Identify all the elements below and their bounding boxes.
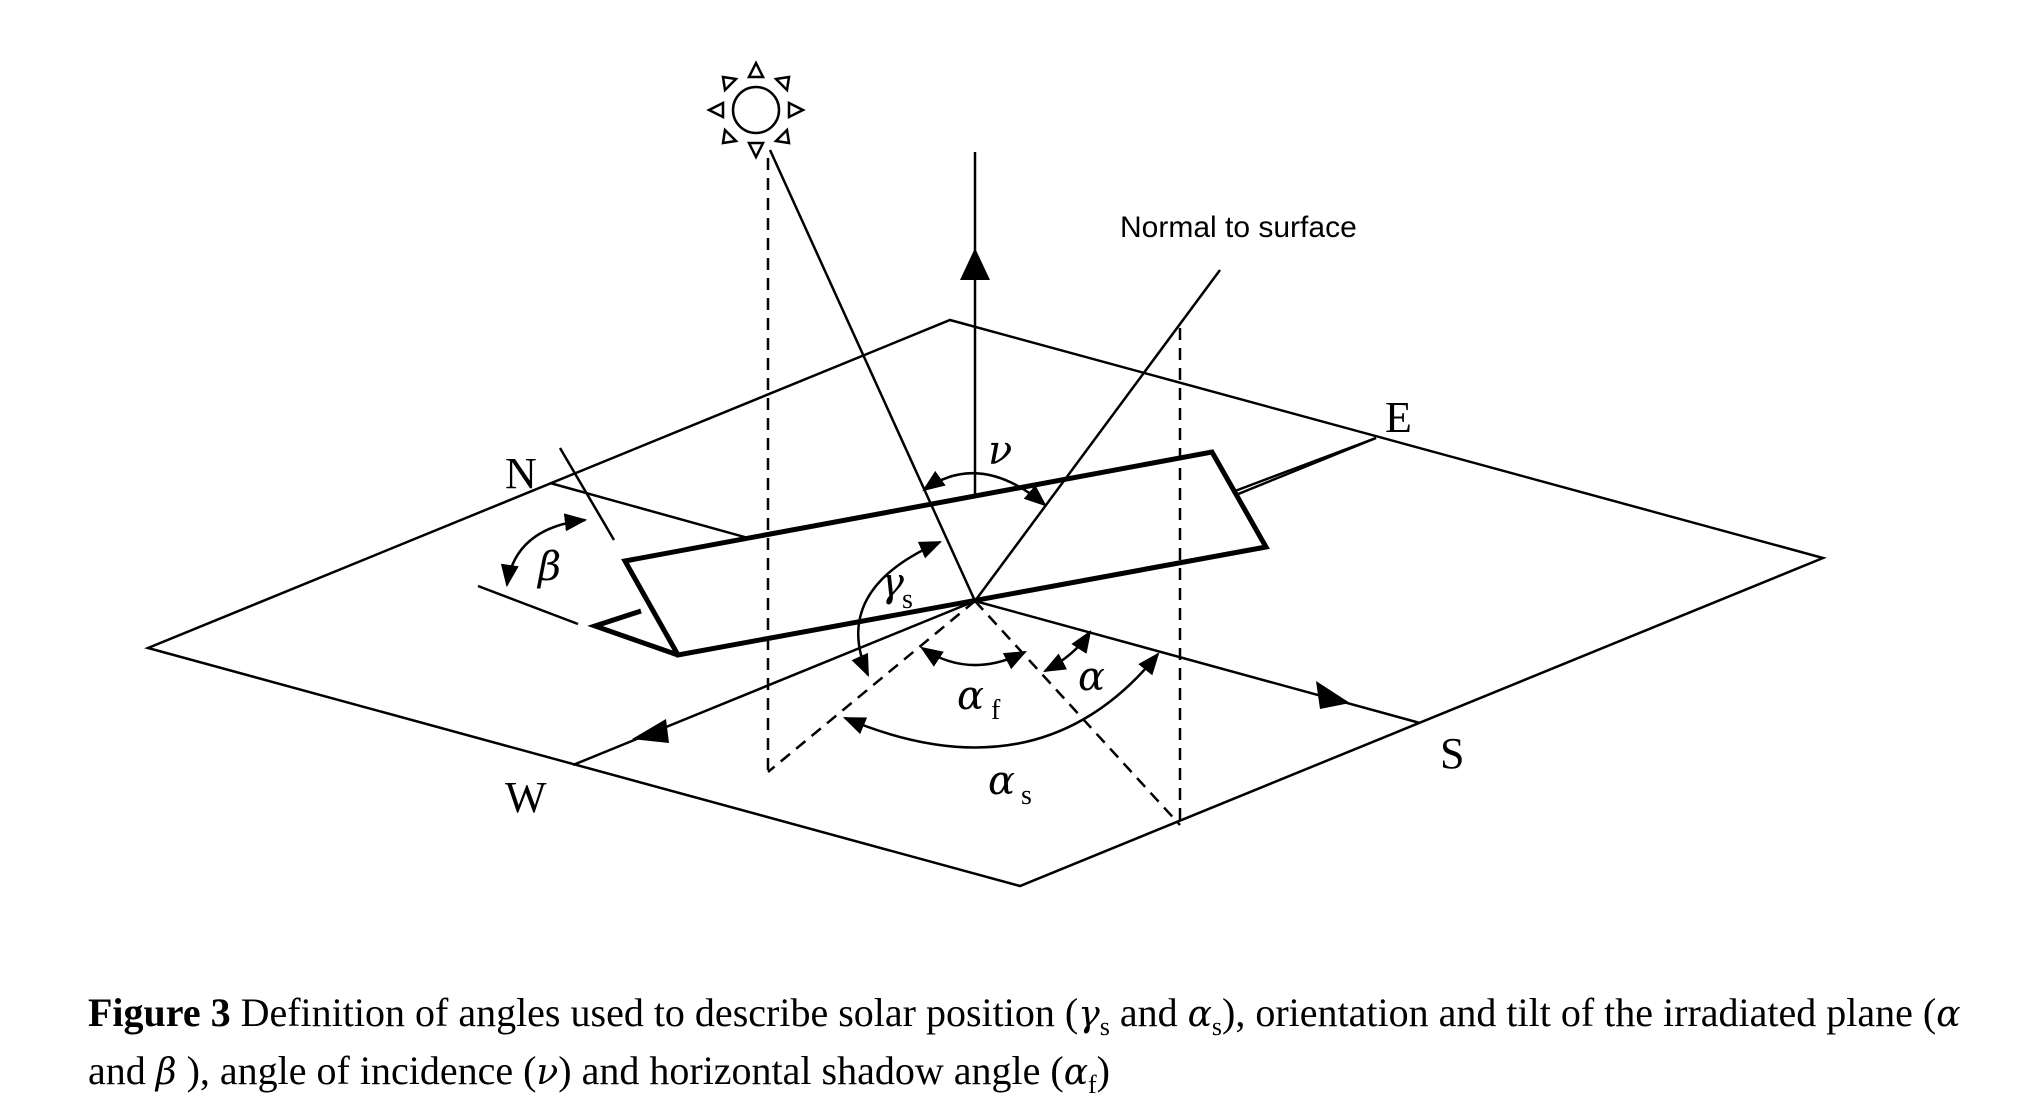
tilted-plane [621,449,1270,658]
ground-plane [144,318,1827,888]
south-label: S [1440,729,1464,778]
plane-base [587,608,679,658]
caption-text: ), orientation and tilt of the irradiate… [1222,990,1937,1035]
caption-alpha: α [1936,994,1961,1035]
figure-caption: Figure 3 Definition of angles used to de… [88,985,1968,1101]
sun-icon [706,60,806,160]
gamma-s-label: γ [880,560,904,606]
beta-ref-line-2 [477,584,579,626]
caption-alpha-f-sub: f [1088,1070,1097,1099]
west-arrowhead [632,719,669,743]
figure-number: Figure 3 [88,990,231,1035]
caption-alpha-f: α [1063,1052,1088,1093]
caption-text: and [88,1048,156,1093]
alpha-s-label: α [988,758,1015,804]
east-label: E [1385,393,1412,442]
south-arrowhead [1316,681,1350,709]
west-label: W [505,773,547,822]
beta-arc [500,513,588,588]
caption-text: ), angle of incidence ( [176,1048,537,1093]
caption-beta: β [155,1052,177,1093]
alpha-s-arc [842,652,1160,749]
caption-gamma-sub: s [1099,1012,1110,1041]
north-label: N [505,449,537,498]
caption-alpha-s-sub: s [1211,1012,1223,1041]
gamma-s-subscript: s [902,584,913,615]
plane-east-edge [1234,436,1377,493]
caption-text: ) [1096,1048,1110,1093]
caption-gamma: γ [1078,994,1100,1035]
beta-label: β [536,544,561,590]
normal-to-surface-label: Normal to surface [1120,211,1357,244]
alpha-f-label: α [957,673,984,719]
south-axis [974,599,1421,725]
alpha-f-arc [920,646,1028,670]
vertical-arrowhead [960,248,990,280]
alpha-f-subscript: f [991,695,1001,726]
caption-nu: ν [536,1052,559,1093]
alpha-label: α [1078,654,1105,700]
surface-normal [973,269,1222,602]
caption-text: and [1109,990,1188,1035]
beta-ref-line-1 [558,447,616,541]
nu-arc [922,470,1047,507]
alpha-s-subscript: s [1021,780,1032,811]
sun-ray [768,149,977,602]
caption-alpha-s: α [1187,994,1212,1035]
nu-label: ν [988,428,1012,474]
caption-text: Definition of angles used to describe so… [230,990,1079,1035]
caption-text: ) and horizontal shadow angle ( [558,1048,1064,1093]
